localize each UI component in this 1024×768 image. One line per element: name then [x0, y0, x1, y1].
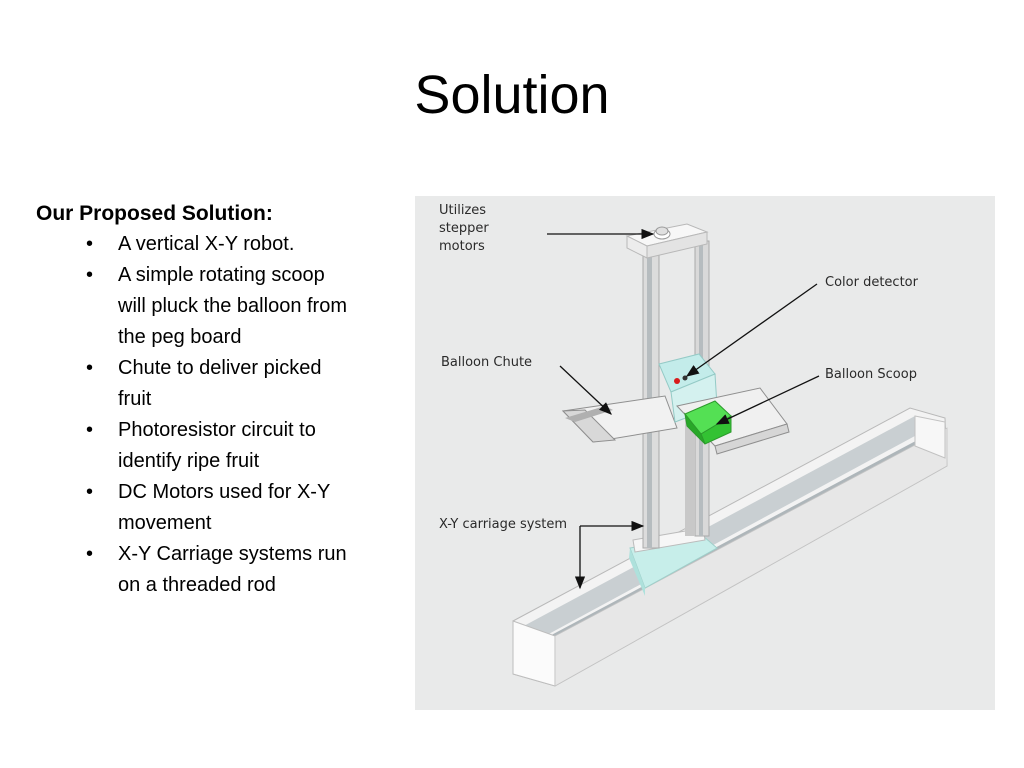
- bullet-list: •A vertical X-Y robot. •A simple rotatin…: [36, 229, 356, 601]
- solution-text-block: Our Proposed Solution: •A vertical X-Y r…: [36, 198, 356, 601]
- balloon-chute-label: Balloon Chute: [441, 355, 533, 370]
- bullet-icon: •: [86, 357, 94, 379]
- color-detector-label: Color detector: [825, 275, 918, 290]
- top-cap: [625, 223, 709, 259]
- list-item: •Chute to deliver picked fruit: [86, 353, 356, 415]
- robot-render: [512, 223, 948, 687]
- list-item: •A simple rotating scoop will pluck the …: [86, 260, 356, 353]
- bullet-icon: •: [86, 481, 94, 503]
- list-item: •Photoresistor circuit to identify ripe …: [86, 415, 356, 477]
- slide-title: Solution: [414, 65, 610, 125]
- balloon-scoop-label: Balloon Scoop: [825, 367, 917, 382]
- bullet-icon: •: [86, 233, 94, 255]
- annotation-arrows: [547, 228, 820, 590]
- bullet-icon: •: [86, 419, 94, 441]
- utilizes-label: Utilizes stepper motors: [439, 203, 489, 254]
- list-item: •DC Motors used for X-Y movement: [86, 477, 356, 539]
- carriage-label: X-Y carriage system: [439, 517, 568, 532]
- list-item: •X-Y Carriage systems run on a threaded …: [86, 539, 356, 601]
- list-item: •A vertical X-Y robot.: [86, 229, 356, 260]
- robot-diagram: Utilizes stepper motors Color detector B…: [415, 196, 995, 710]
- base-rail: [512, 407, 948, 687]
- balloon-chute: [561, 395, 678, 443]
- section-heading: Our Proposed Solution:: [36, 202, 273, 225]
- bullet-icon: •: [86, 543, 94, 565]
- bullet-icon: •: [86, 264, 94, 286]
